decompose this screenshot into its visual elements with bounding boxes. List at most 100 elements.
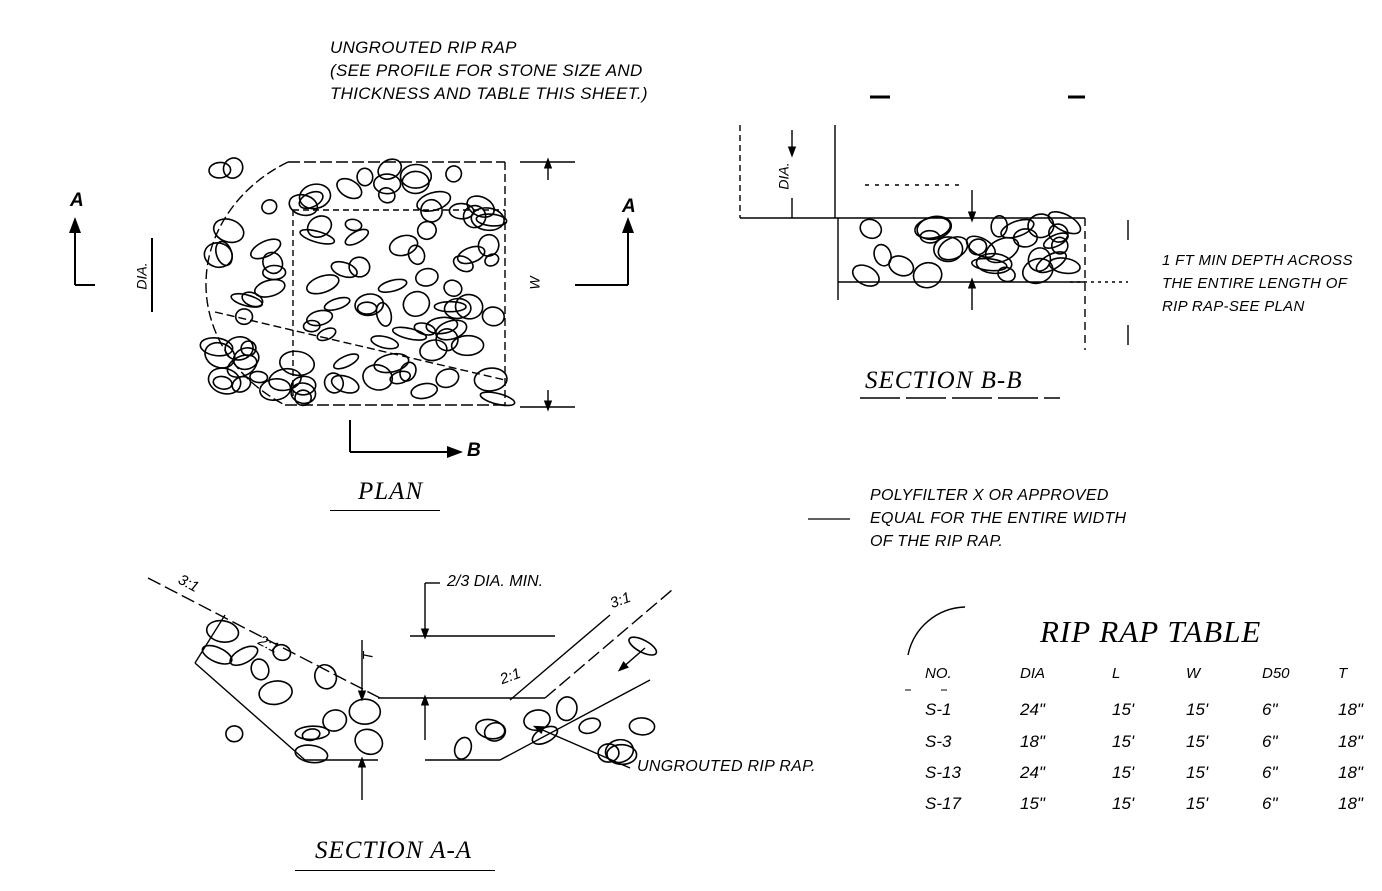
- table-cell: 15': [1112, 794, 1135, 813]
- stone-mark: [888, 255, 915, 277]
- table-cell: S-1: [925, 700, 952, 719]
- table-header-cell: T: [1338, 665, 1348, 682]
- table-cell: S-17: [925, 794, 961, 813]
- stone-mark: [231, 375, 252, 393]
- stone-mark: [912, 261, 943, 289]
- stone-mark: [298, 183, 332, 210]
- stone-mark: [344, 228, 370, 246]
- stone-mark: [224, 336, 254, 361]
- stone-mark: [258, 680, 293, 706]
- stone-mark: [859, 218, 883, 240]
- stone-mark: [373, 173, 402, 195]
- stone-mark: [306, 215, 333, 239]
- plan-width-dimension: W: [526, 276, 543, 290]
- stone-mark: [443, 297, 472, 320]
- plan-title: PLAN: [358, 478, 424, 505]
- table-cell: 24": [1020, 763, 1045, 782]
- table-cell: 15': [1112, 732, 1135, 751]
- stone-mark: [448, 202, 475, 220]
- stone-mark: [375, 301, 393, 327]
- stone-mark: [914, 216, 952, 240]
- stone-mark: [215, 240, 233, 267]
- stone-mark: [212, 375, 233, 390]
- stone-mark: [1042, 232, 1069, 249]
- table-cell: S-3: [925, 732, 952, 751]
- table-cell: 6": [1262, 794, 1278, 813]
- stone-mark: [475, 718, 506, 740]
- table-header-cell: NO.: [925, 665, 952, 682]
- stone-mark: [250, 658, 270, 681]
- stone-mark: [330, 260, 358, 279]
- stone-mark: [356, 167, 374, 187]
- stone-mark: [305, 274, 340, 295]
- table-arc: [907, 606, 966, 656]
- stone-mark: [1012, 228, 1038, 248]
- stone-mark: [413, 322, 437, 336]
- stone-mark: [1000, 218, 1035, 239]
- stone-mark: [278, 350, 316, 377]
- table-cell: 18": [1020, 732, 1045, 751]
- table-cell: 15': [1186, 700, 1209, 719]
- section-bb-depth-note: 1 FT MIN DEPTH ACROSS THE ENTIRE LENGTH …: [1162, 252, 1353, 315]
- section-aa-thickness-dimension: T: [359, 651, 376, 661]
- stone-mark: [462, 204, 487, 229]
- stone-mark: [212, 218, 245, 244]
- plan-section-label-a-left: A: [70, 190, 84, 211]
- stone-mark: [434, 319, 468, 341]
- stone-mark: [399, 361, 417, 382]
- table-cell: 15': [1112, 763, 1135, 782]
- stone-mark: [208, 161, 232, 179]
- stone-mark: [555, 696, 578, 722]
- stone-mark: [225, 725, 244, 743]
- stone-mark: [294, 725, 330, 741]
- stone-mark: [316, 327, 337, 342]
- stone-mark: [230, 292, 264, 308]
- plan-view: [69, 157, 634, 458]
- table-cell: 6": [1262, 732, 1278, 751]
- stone-mark: [604, 738, 635, 764]
- table-cell: 15': [1186, 732, 1209, 751]
- stone-mark: [873, 243, 892, 267]
- stone-mark: [250, 238, 282, 260]
- stone-mark: [970, 257, 1008, 272]
- stone-mark: [578, 717, 602, 735]
- stone-mark: [1047, 210, 1082, 235]
- stone-mark: [628, 636, 658, 656]
- stone-mark: [377, 187, 396, 204]
- stone-mark: [450, 334, 485, 357]
- stone-mark: [330, 374, 360, 394]
- stone-mark: [473, 367, 508, 392]
- stone-mark: [416, 220, 437, 241]
- stone-mark: [377, 278, 408, 294]
- stone-mark: [322, 709, 348, 732]
- stone-mark: [377, 158, 403, 180]
- stone-mark: [249, 370, 269, 384]
- stone-mark: [199, 336, 234, 357]
- stone-mark: [984, 236, 1020, 264]
- stone-mark: [323, 372, 345, 394]
- stone-mark: [425, 316, 459, 335]
- table-cell: 15': [1186, 794, 1209, 813]
- stone-mark: [597, 743, 620, 763]
- stone-mark: [454, 293, 484, 320]
- stone-mark: [475, 213, 508, 227]
- stone-mark: [445, 165, 463, 183]
- stone-mark: [207, 367, 242, 395]
- stone-mark: [272, 643, 292, 662]
- plan-dia-dimension: DIA.: [133, 262, 150, 290]
- stone-mark: [204, 341, 236, 369]
- stone-mark: [205, 619, 240, 644]
- stone-mark: [226, 354, 258, 378]
- stone-mark: [388, 234, 419, 257]
- stone-mark: [298, 190, 324, 210]
- riprap-table-title: RIP RAP TABLE: [1040, 614, 1262, 649]
- section-bb-dia-dimension: DIA.: [775, 162, 792, 190]
- stone-mark: [354, 728, 384, 756]
- stone-mark: [456, 245, 486, 265]
- stone-mark: [323, 296, 351, 312]
- stone-mark: [294, 389, 312, 407]
- stone-mark: [302, 319, 321, 333]
- table-header-cell: D50: [1262, 665, 1290, 682]
